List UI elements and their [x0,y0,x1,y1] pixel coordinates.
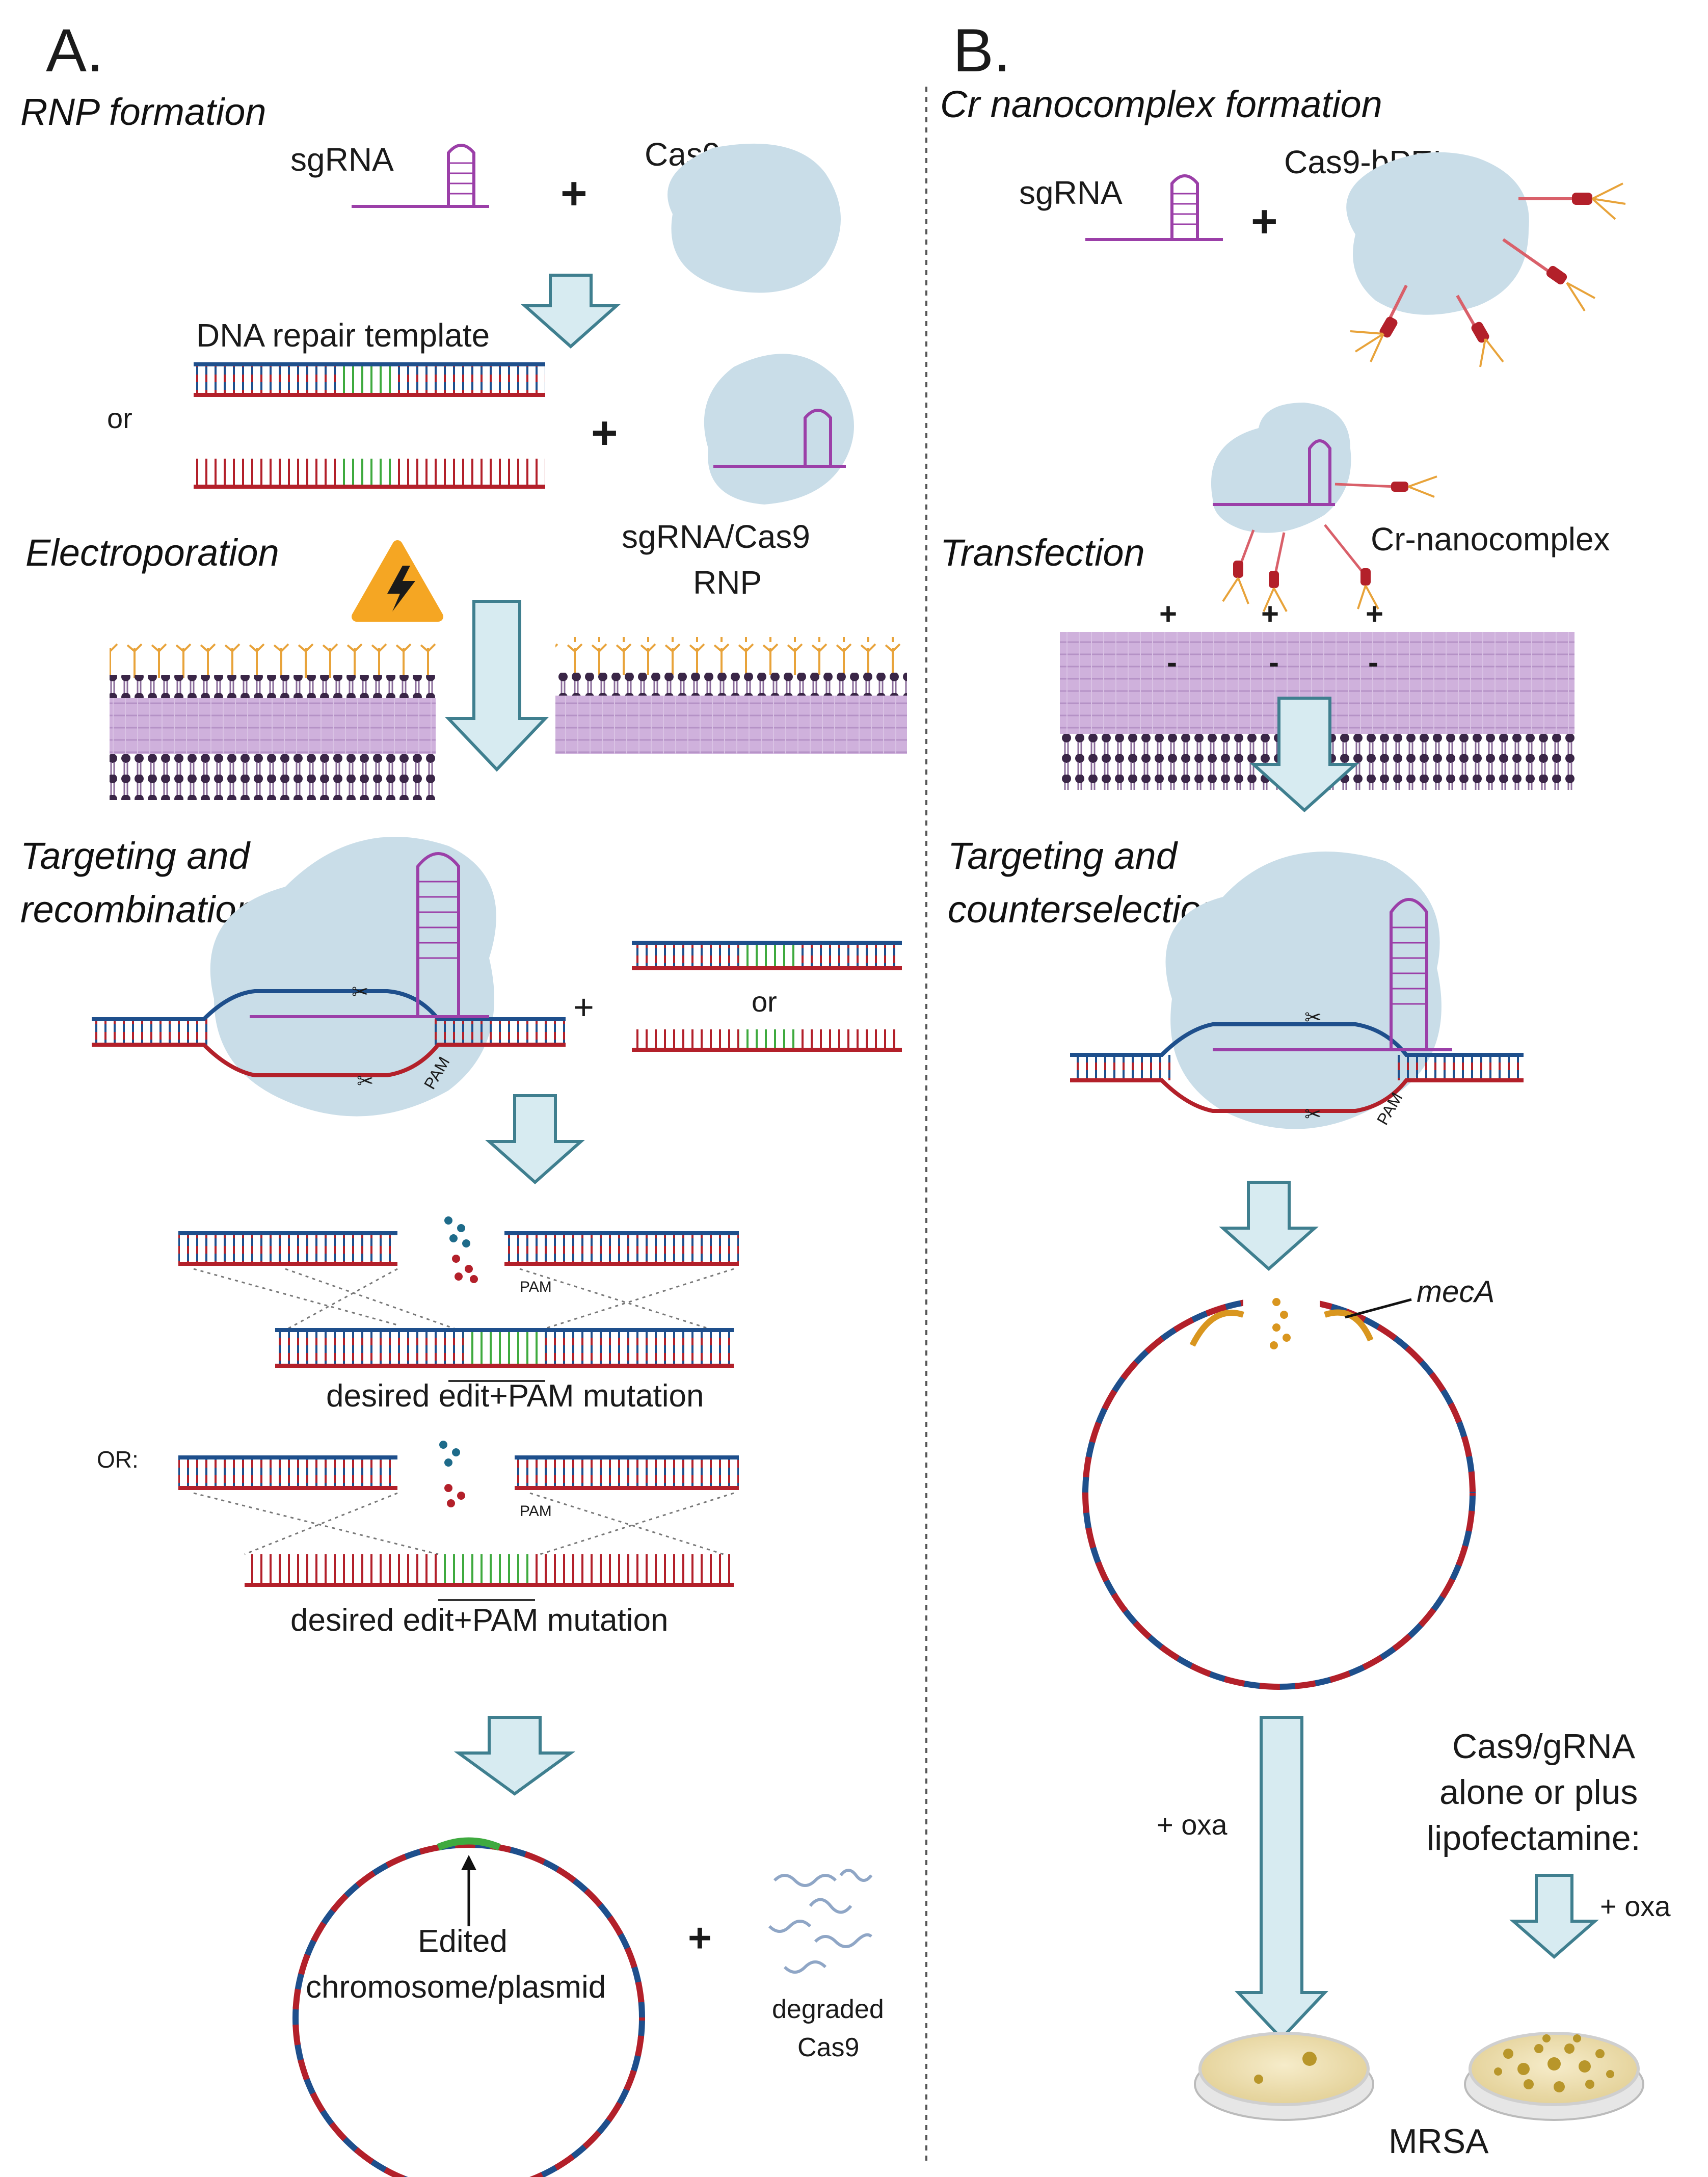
or-caps-label: OR: [97,1446,139,1473]
petri-dish-treated [1194,2032,1374,2121]
petri-dish-control [1464,2032,1644,2121]
plus-sign: + [1251,196,1278,247]
degraded-label-line1: degraded [772,1995,884,2024]
negative-charge: - [1269,645,1279,679]
or-label: or [752,986,777,1018]
degraded-cas9-squiggles [768,1869,873,1974]
negative-charge: - [1368,645,1378,679]
step-electroporation: Electroporation [25,532,279,574]
panel-b-letter: B. [953,16,1010,85]
control-oxa-label: + oxa [1600,1890,1671,1922]
arrow-down [485,1094,585,1185]
rnp-sgrna [713,409,846,468]
meca-label: mecA [1417,1275,1494,1309]
arrow-down [1509,1874,1599,1959]
repair-template-dsdna [194,362,545,397]
scissors-icon: ✂ [1304,1006,1322,1029]
scissors-icon: ✂ [357,1070,374,1093]
edited-chromosome-circle [292,1837,645,2177]
control-label-line1: Cas9/gRNA [1452,1727,1636,1766]
step-rnp-formation: RNP formation [20,91,266,133]
degraded-label-line2: Cas9 [797,2033,859,2062]
arrow-down [1235,1716,1328,2041]
recombined-dsdna-1 [275,1328,734,1382]
arrow-down [521,274,621,349]
pam-label: PAM [520,1503,552,1520]
edited-label-line1: Edited [418,1924,508,1959]
control-label-line2: alone or plus [1439,1773,1638,1812]
positive-charge: + [1261,597,1279,631]
plus-sign: + [688,1915,712,1960]
pam-label: PAM [520,1279,552,1295]
cas9-target-blob [1165,852,1442,1129]
step-nanocomplex-formation: Cr nanocomplex formation [940,83,1382,125]
cas9-blob [668,143,841,293]
sgrna-hairpin [1085,174,1223,241]
positive-charge: + [1159,597,1177,631]
or-label: or [107,402,132,434]
target-dsdna-unwound [92,852,566,1077]
repair-template-label: DNA repair template [196,317,490,354]
step-targeting-line2: counterselection [948,888,1222,931]
control-label-line3: lipofectamine: [1427,1819,1641,1857]
arrow-down [1249,697,1359,813]
arrow-down [445,600,549,772]
repair-template-ssdna [194,459,545,489]
edited-label-line2: chromosome/plasmid [306,1970,606,2005]
arrow-down [1219,1181,1319,1271]
sgrna-label: sgRNA [290,141,394,178]
bacterial-membrane-right [555,637,907,754]
recombination-dsdna-1 [178,1216,739,1331]
step-transfection: Transfection [940,532,1145,574]
cr-nanocomplex [1211,403,1437,612]
negative-charge: - [1167,645,1177,679]
recombined-ssdna-2 [245,1554,734,1601]
rnp-label-line2: RNP [693,564,762,601]
rnp-label-line1: sgRNA/Cas9 [622,518,810,555]
sgrna-label: sgRNA [1019,174,1123,211]
scissors-icon: ✂ [1304,1103,1322,1126]
cr-nanocomplex-label: Cr-nanocomplex [1371,521,1610,557]
plus-sign: + [591,408,618,459]
positive-charge: + [1366,597,1383,631]
plus-sign: + [561,168,588,219]
panel-a: A. RNP formation sgRNA + Cas9 DNA repair… [20,16,907,2177]
donor-dsdna [632,941,902,970]
oxa-label: + oxa [1157,1809,1227,1841]
panel-a-letter: A. [46,16,103,85]
meca-chromosome-circle [1082,1284,1476,1690]
arrow-down [453,1716,576,1796]
target-dsdna-unwound [1070,898,1524,1113]
step-targeting: Targeting and [20,835,251,877]
cas9-target-blob [210,837,496,1117]
donor-ssdna [632,1029,902,1052]
step-targeting: Targeting and [948,835,1179,877]
panel-b: B. Cr nanocomplex formation sgRNA + Cas9… [940,16,1671,2161]
sgrna-hairpin [352,144,489,208]
recombination-dsdna-2 [178,1441,739,1555]
edit-caption: desired edit+PAM mutation [326,1378,704,1414]
bacterial-membrane-left [110,642,436,800]
step-targeting-line2: recombination [20,888,257,931]
mrsa-label: MRSA [1389,2122,1489,2161]
cas9-bpei-complex [1346,152,1626,367]
lightning-warning-icon [352,540,443,622]
edit-caption: desired edit+PAM mutation [290,1603,669,1638]
plus-sign: + [573,987,594,1027]
scissors-icon: ✂ [352,981,369,1003]
